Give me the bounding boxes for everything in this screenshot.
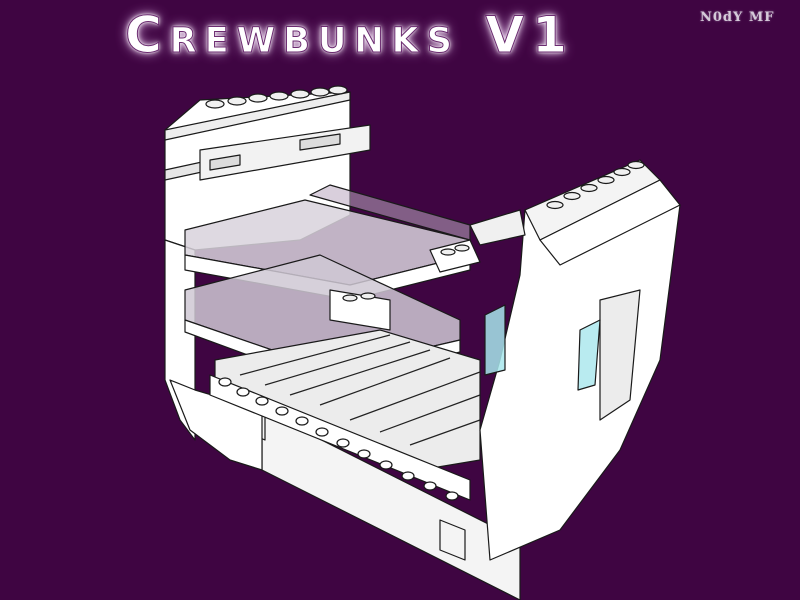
title: Crewbunks V1 (125, 6, 575, 65)
signature-logo: N0dY MF (700, 10, 775, 25)
